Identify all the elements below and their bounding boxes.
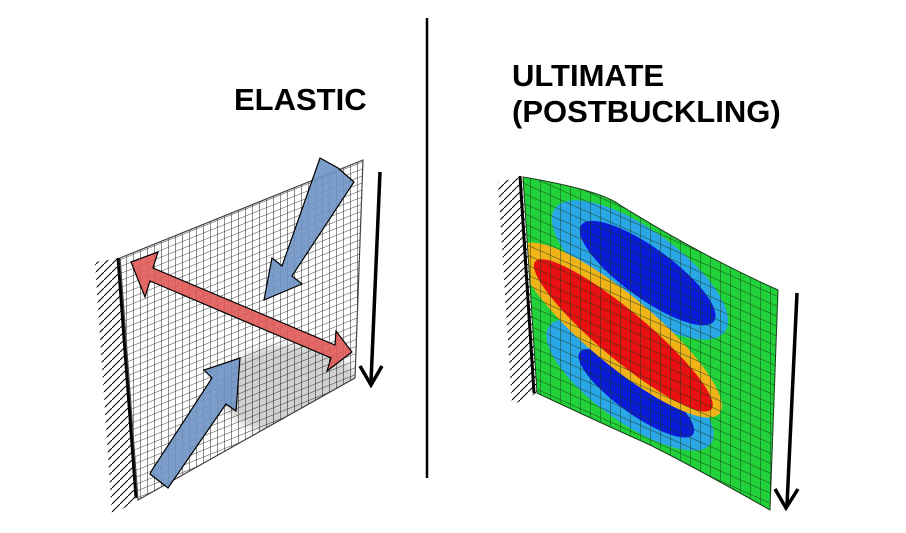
- load-arrow-down-right: [773, 292, 800, 512]
- fixed-support-left: [95, 257, 138, 515]
- ultimate-title-line1: ULTIMATE: [512, 58, 665, 93]
- load-arrow-down-left: [358, 171, 384, 389]
- ultimate-panel: [498, 175, 800, 512]
- contour-plot: [523, 177, 778, 510]
- ultimate-title: ULTIMATE (POSTBUCKLING): [512, 58, 781, 130]
- fixed-support-right: [498, 175, 537, 405]
- compression-arrow-bottom: [149, 357, 241, 489]
- postbuckled-mesh-plate: [522, 176, 779, 511]
- tension-arrow: [130, 251, 353, 373]
- compression-arrow-top: [263, 157, 355, 301]
- elastic-panel: [95, 157, 384, 515]
- elastic-title: ELASTIC: [234, 82, 367, 117]
- ultimate-title-line2: (POSTBUCKLING): [512, 94, 781, 129]
